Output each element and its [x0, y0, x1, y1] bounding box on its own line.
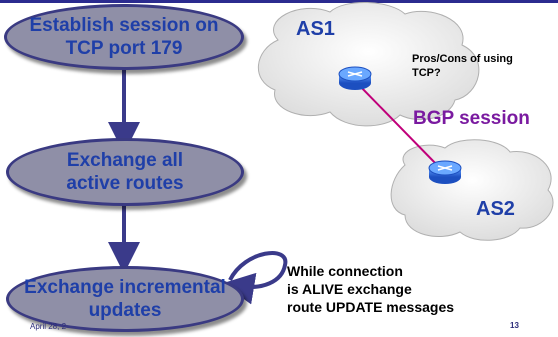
- cloud-as2: [390, 139, 554, 241]
- step-establish-session-label: Establish session on TCP port 179: [29, 15, 219, 59]
- loop-arrow: [222, 251, 288, 305]
- step-exchange-incremental: Exchange incremental updates: [6, 266, 244, 332]
- as2-label: AS2: [476, 198, 515, 220]
- step-exchange-incremental-label: Exchange incremental updates: [24, 277, 226, 321]
- cloud-as1: [258, 2, 480, 127]
- router-as1-icon: [338, 66, 372, 90]
- step-exchange-all-routes: Exchange all active routes: [6, 138, 244, 206]
- as1-label: AS1: [296, 18, 335, 40]
- bgp-session-label: BGP session: [413, 108, 530, 129]
- router-as2-icon: [428, 160, 462, 184]
- step-establish-session: Establish session on TCP port 179: [4, 4, 244, 70]
- top-rule: [0, 0, 558, 3]
- footer-page-number: 13: [510, 321, 519, 330]
- tcp-question-note: Pros/Cons of using TCP?: [412, 53, 513, 79]
- alive-note: While connection is ALIVE exchange route…: [287, 263, 455, 315]
- step-exchange-all-routes-label: Exchange all active routes: [66, 150, 184, 194]
- bgp-session-line: [355, 81, 441, 169]
- footer-date: April 28, 2: [30, 322, 67, 331]
